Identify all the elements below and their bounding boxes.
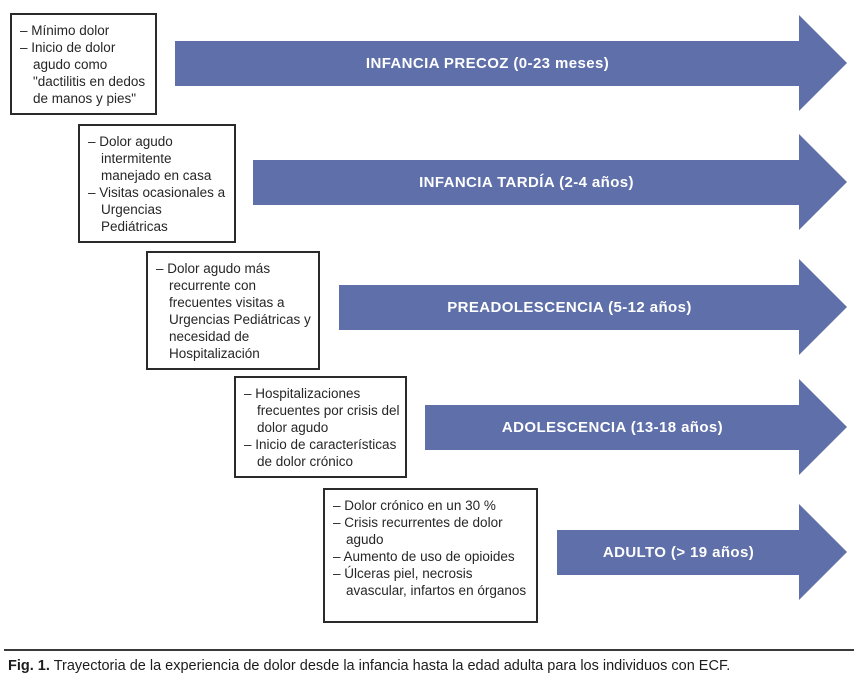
figure-caption: Fig. 1. Trayectoria de la experiencia de… — [8, 658, 848, 674]
note-item: – Hospitalizaciones frecuentes por crisi… — [244, 386, 400, 435]
stage-arrow-preadolescencia: PREADOLESCENCIA (5-12 años) — [339, 285, 800, 330]
stage-notes-box-preadolescencia: – Dolor agudo más recurrente con frecuen… — [146, 251, 320, 370]
arrow-head-icon — [799, 15, 847, 111]
stage-notes-box-infancia-tardia: – Dolor agudo intermitente manejado en c… — [78, 124, 236, 243]
arrow-head-icon — [799, 259, 847, 355]
note-item: – Crisis recurrentes de dolor agudo — [333, 515, 503, 547]
note-item: – Dolor agudo intermitente manejado en c… — [88, 134, 212, 183]
note-item: – Úlceras piel, necrosis avascular, infa… — [333, 566, 527, 598]
caption-divider — [4, 649, 854, 651]
note-item: – Dolor crónico en un 30 % — [333, 498, 496, 513]
note-item: – Mínimo dolor — [20, 23, 110, 38]
stage-arrow-label: INFANCIA TARDÍA (2-4 años) — [419, 174, 634, 191]
stage-arrow-label: PREADOLESCENCIA (5-12 años) — [447, 299, 692, 316]
stage-notes-box-infancia-precoz: – Mínimo dolor – Inicio de dolor agudo c… — [10, 13, 157, 115]
stage-arrow-label: ADOLESCENCIA (13-18 años) — [501, 419, 724, 436]
stage-arrow-label: INFANCIA PRECOZ (0-23 meses) — [365, 55, 610, 72]
note-item: – Inicio de dolor agudo como "dactilitis… — [20, 40, 146, 106]
stage-notes-box-adolescencia: – Hospitalizaciones frecuentes por crisi… — [234, 376, 407, 478]
arrow-head-icon — [799, 379, 847, 475]
stage-arrow-infancia-precoz: INFANCIA PRECOZ (0-23 meses) — [175, 41, 800, 86]
figure-number: Fig. 1. — [8, 658, 50, 674]
stage-arrow-infancia-tardia: INFANCIA TARDÍA (2-4 años) — [253, 160, 800, 205]
arrow-head-icon — [799, 504, 847, 600]
arrow-head-icon — [799, 134, 847, 230]
stage-arrow-label: ADULTO (> 19 años) — [602, 544, 755, 561]
figure-caption-text: Trayectoria de la experiencia de dolor d… — [53, 658, 731, 674]
stage-notes-box-adulto: – Dolor crónico en un 30 % – Crisis recu… — [323, 488, 538, 623]
note-item: – Aumento de uso de opioides — [333, 549, 515, 564]
note-item: – Visitas ocasionales a Urgencias Pediát… — [88, 185, 226, 234]
stage-arrow-adulto: ADULTO (> 19 años) — [557, 530, 800, 575]
note-item: – Inicio de características de dolor cró… — [244, 437, 397, 469]
stage-arrow-adolescencia: ADOLESCENCIA (13-18 años) — [425, 405, 800, 450]
note-item: – Dolor agudo más recurrente con frecuen… — [156, 261, 311, 361]
